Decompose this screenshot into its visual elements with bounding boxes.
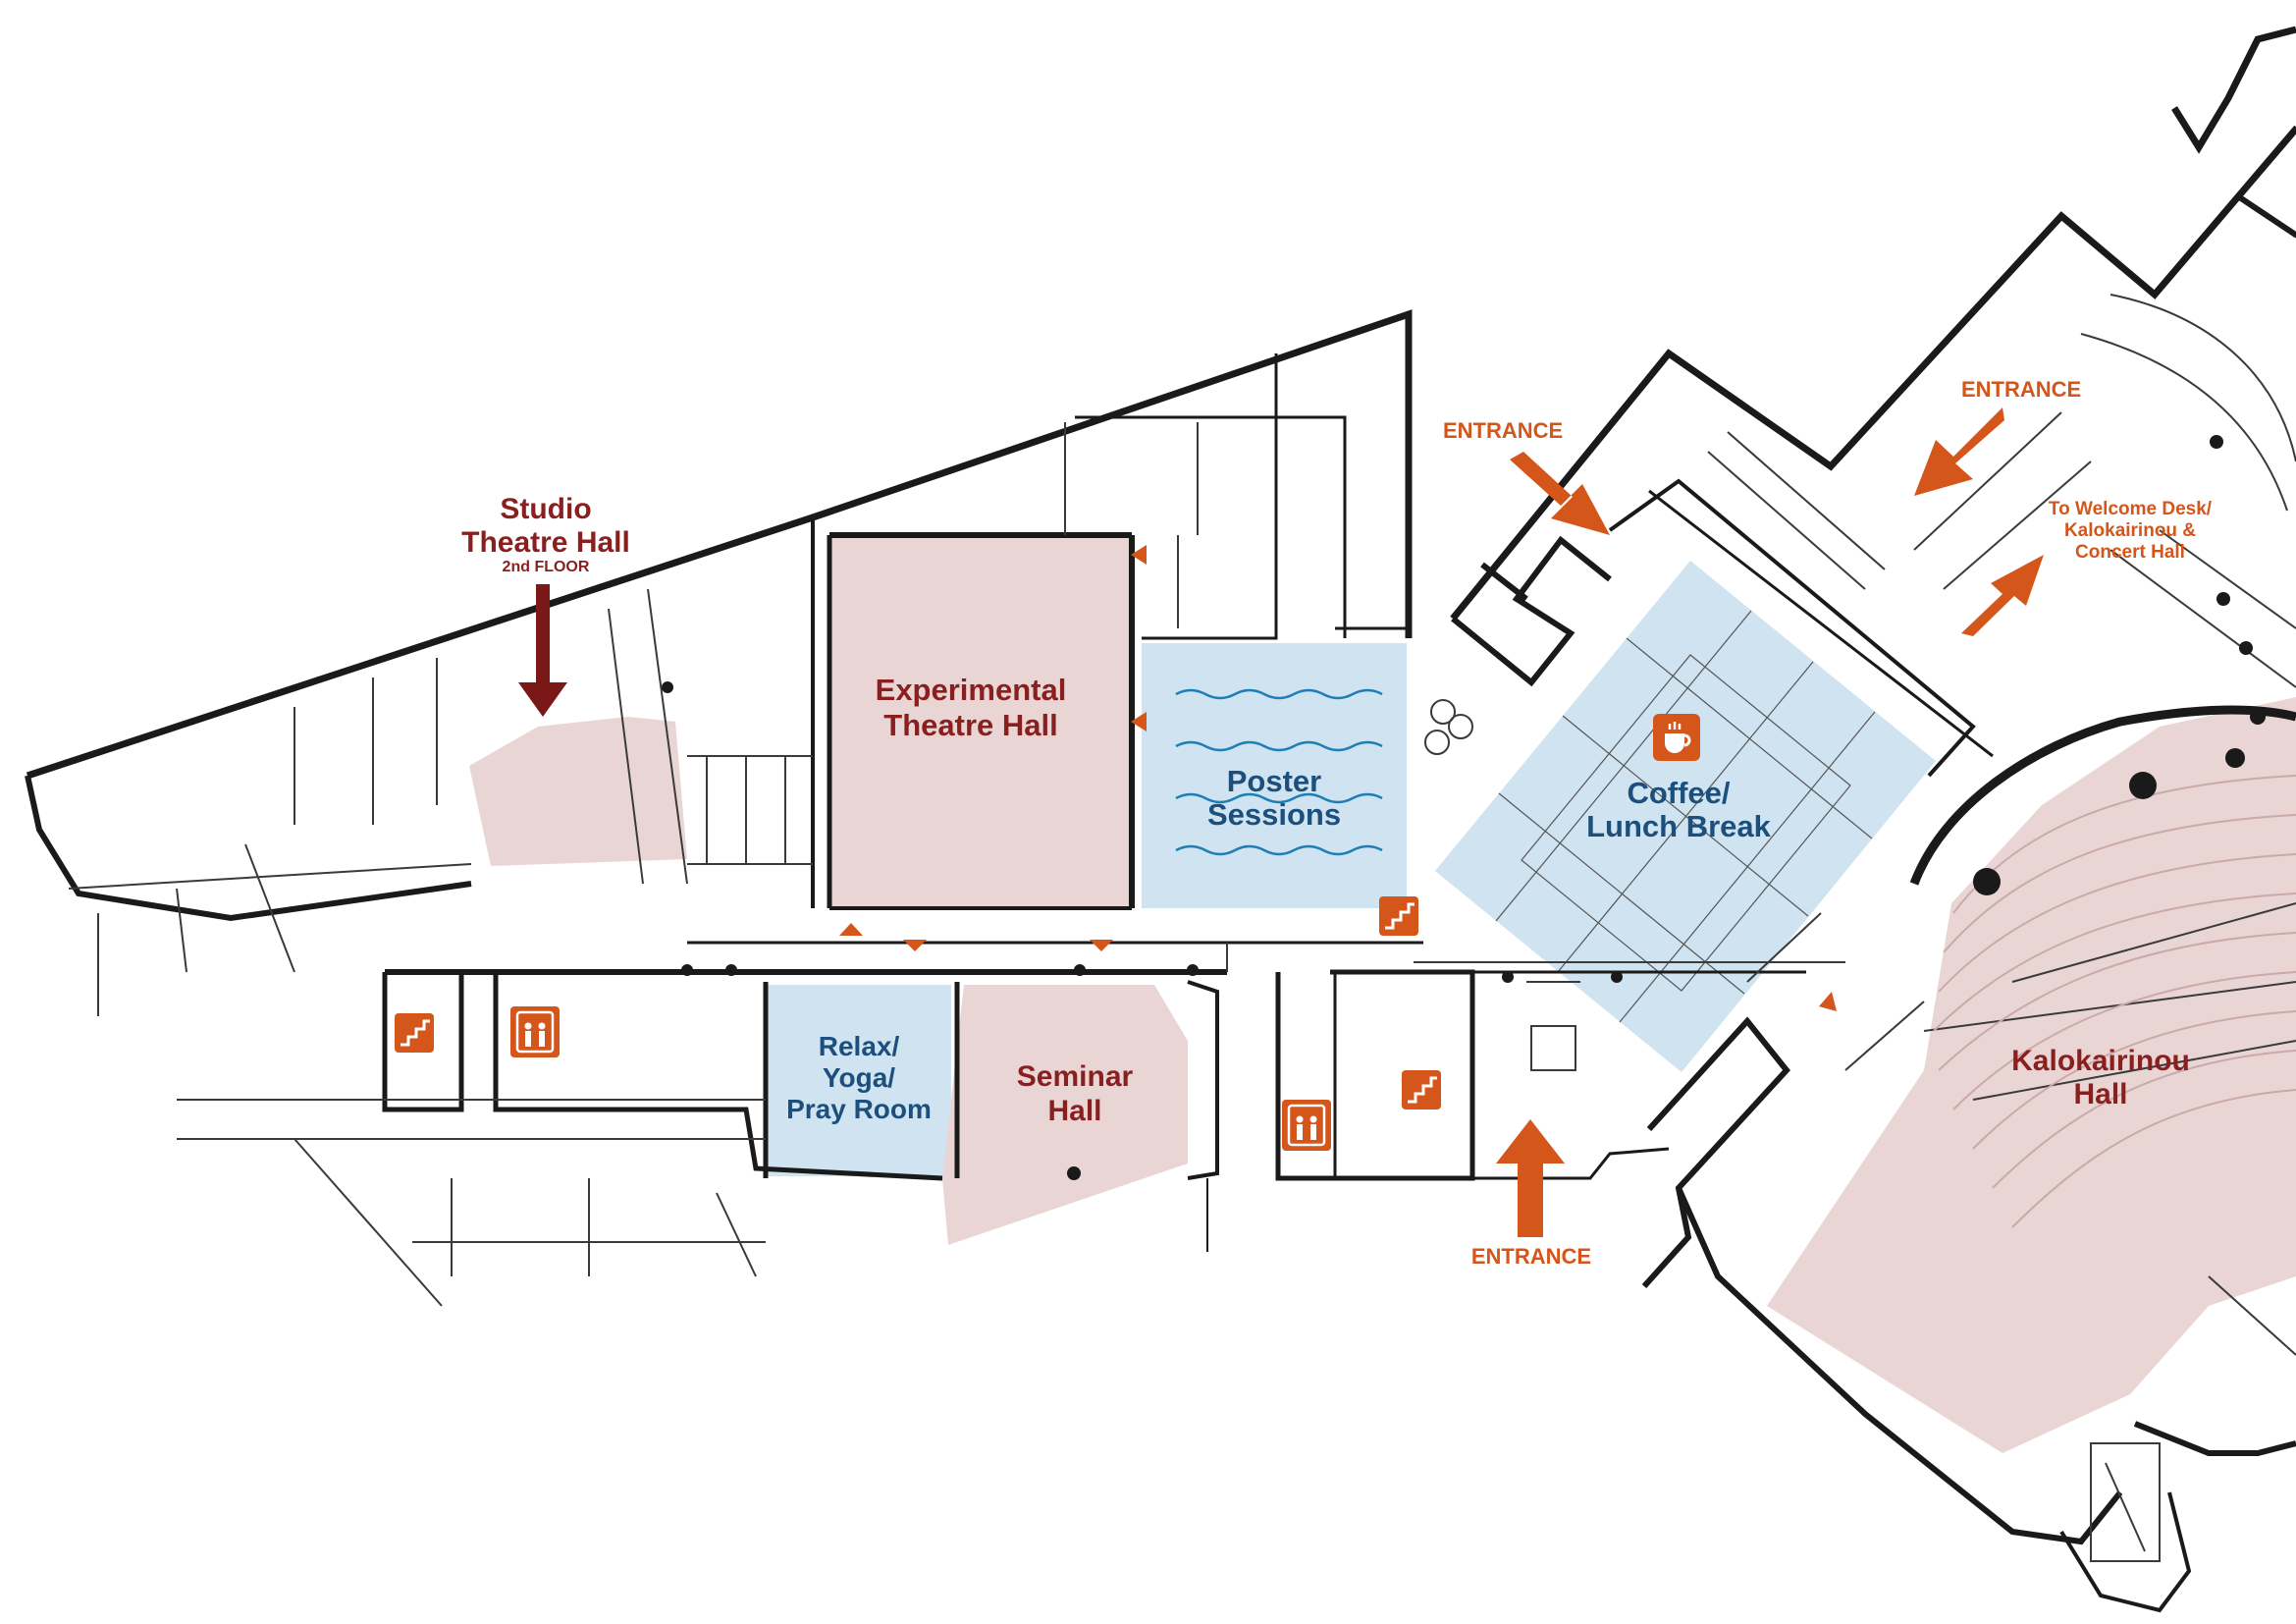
entrance-arrow-icon (1496, 1119, 1565, 1237)
svg-text:2nd FLOOR: 2nd FLOOR (503, 559, 590, 575)
svg-text:Studio: Studio (500, 493, 591, 525)
walls (25, 26, 2296, 1613)
door-marker-icon (1131, 545, 1147, 565)
relax-yoga-pray-room-label: Relax/ Yoga/ Pray Room (786, 1031, 932, 1124)
svg-text:Seminar: Seminar (1017, 1060, 1134, 1093)
kalokairinou-seating (1933, 775, 2296, 1228)
drafting-details (68, 294, 2296, 1562)
stairs-icon (1402, 1070, 1441, 1110)
svg-text:Poster: Poster (1227, 764, 1321, 798)
stairs-icon (1379, 896, 1418, 936)
studio-theatre-hall-area[interactable] (469, 717, 687, 866)
kalokairinou-hall-label: Kalokairinou Hall (2011, 1045, 2190, 1110)
svg-text:Theatre Hall: Theatre Hall (883, 708, 1057, 742)
experimental-theatre-hall-area[interactable] (829, 535, 1132, 908)
svg-text:To Welcome Desk/: To Welcome Desk/ (2049, 499, 2213, 519)
experimental-theatre-hall-label: Experimental Theatre Hall (876, 673, 1067, 742)
seminar-hall-label: Seminar Hall (1017, 1060, 1134, 1127)
svg-text:Concert Hall: Concert Hall (2075, 542, 2185, 563)
svg-text:Hall: Hall (2073, 1078, 2127, 1110)
svg-text:ENTRANCE: ENTRANCE (1443, 418, 1563, 443)
welcome-desk-direction[interactable]: To Welcome Desk/ Kalokairinou & Concert … (1961, 499, 2213, 636)
svg-text:Kalokairinou &: Kalokairinou & (2064, 520, 2196, 541)
door-markers (839, 545, 1837, 1011)
coffee-cup-icon (1653, 714, 1700, 761)
door-marker-icon (1090, 940, 1113, 951)
poster-sessions-label: Poster Sessions (1207, 764, 1341, 832)
svg-text:Sessions: Sessions (1207, 797, 1341, 832)
door-marker-icon (839, 923, 863, 936)
entrance-arrow-icon (1510, 452, 1610, 535)
entrance-arrow-icon (1914, 407, 2004, 496)
seminar-hall-area[interactable] (942, 985, 1188, 1245)
poster-waves (1175, 688, 1383, 856)
stairs-icon (395, 1013, 434, 1053)
elevator-icon (510, 1006, 560, 1057)
entrance-north[interactable]: ENTRANCE (1443, 418, 1610, 535)
entrance-northeast[interactable]: ENTRANCE (1914, 377, 2081, 496)
elevator-icon (1282, 1100, 1331, 1151)
door-marker-icon (1131, 712, 1147, 731)
svg-text:Pray Room: Pray Room (786, 1094, 932, 1124)
kalokairinou-hall-area[interactable] (1767, 697, 2296, 1453)
svg-text:Yoga/: Yoga/ (823, 1062, 895, 1093)
svg-text:Hall: Hall (1047, 1095, 1101, 1127)
coffee-lunch-break-label: Coffee/ Lunch Break (1586, 776, 1772, 843)
coffee-grid (1495, 610, 1876, 1023)
door-marker-icon (903, 940, 927, 951)
relax-yoga-pray-room-area[interactable] (768, 985, 951, 1176)
studio-theatre-hall-label: Studio Theatre Hall 2nd FLOOR (461, 493, 630, 575)
direction-arrow-icon (1961, 555, 2044, 636)
svg-text:Theatre Hall: Theatre Hall (461, 526, 630, 559)
svg-text:Kalokairinou: Kalokairinou (2011, 1045, 2190, 1077)
svg-text:Experimental: Experimental (876, 673, 1067, 707)
poster-sessions-area[interactable] (1142, 643, 1407, 908)
entrance-south[interactable]: ENTRANCE (1471, 1119, 1591, 1269)
svg-text:ENTRANCE: ENTRANCE (1471, 1244, 1591, 1269)
room-fills (469, 535, 2296, 1453)
svg-text:Lunch Break: Lunch Break (1586, 809, 1772, 843)
studio-down-arrow-icon (518, 584, 567, 717)
svg-text:ENTRANCE: ENTRANCE (1961, 377, 2081, 402)
door-marker-icon (1819, 992, 1837, 1011)
svg-text:Relax/: Relax/ (819, 1031, 900, 1061)
columns (662, 435, 2266, 1180)
svg-text:Coffee/: Coffee/ (1627, 776, 1730, 810)
